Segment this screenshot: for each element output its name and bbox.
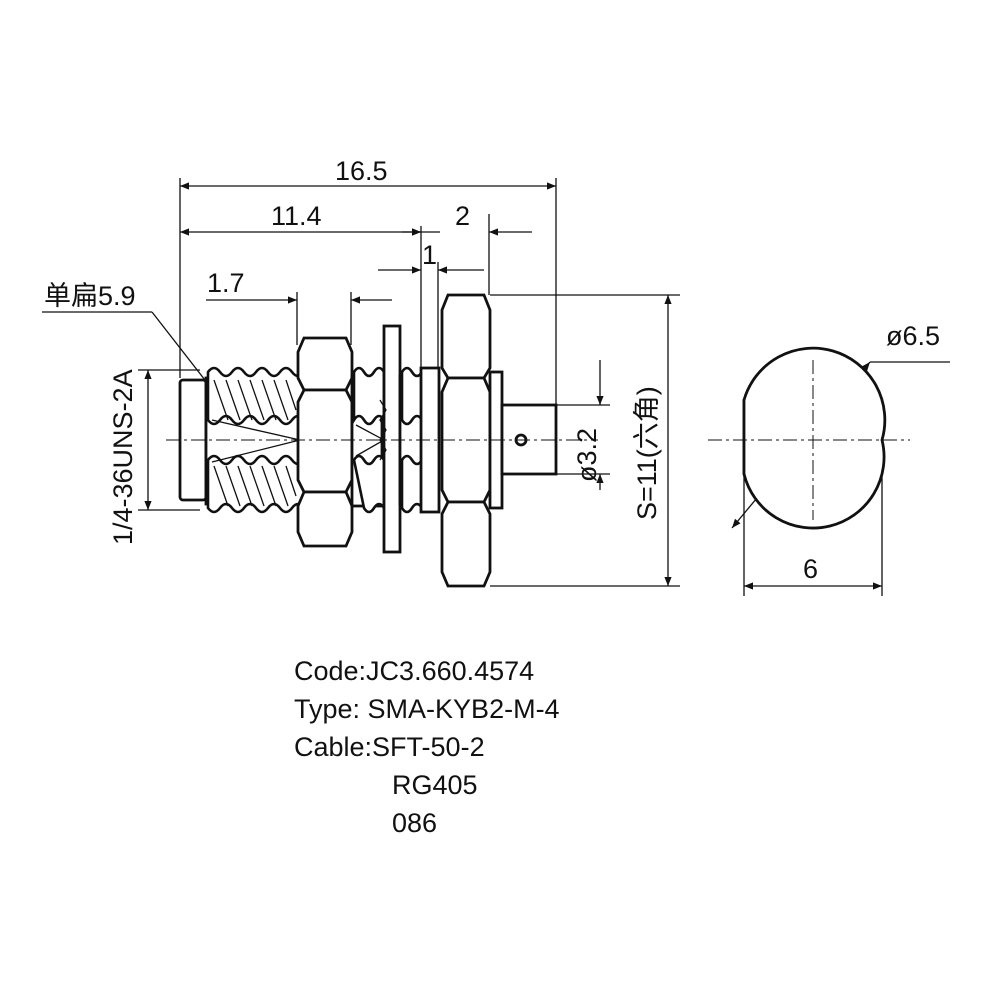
info-type: Type: SMA-KYB2-M-4 <box>294 694 560 724</box>
info-block: Code:JC3.660.4574 Type: SMA-KYB2-M-4 Cab… <box>294 652 560 842</box>
dim-thread-spec: 1/4-36UNS-2A <box>108 369 138 545</box>
connector-side-view <box>166 293 598 588</box>
dim-washer-thickness: 1 <box>422 240 437 270</box>
dim-overall-length: 16.5 <box>335 156 388 186</box>
info-cable-alt2: 086 <box>392 808 438 838</box>
connector-end-view <box>708 346 910 530</box>
dim-pin-diameter: ø3.2 <box>572 428 602 482</box>
dim-hex-size: S=11(六角) <box>632 386 662 520</box>
dim-flat-label: 单扁5.9 <box>44 281 136 311</box>
info-code: Code:JC3.660.4574 <box>294 656 535 686</box>
dim-end-diameter: ø6.5 <box>886 321 940 351</box>
info-cable-alt1: RG405 <box>392 770 478 800</box>
dim-flange-width: 2 <box>455 201 470 231</box>
dim-end-flat: 6 <box>803 554 818 584</box>
thread-top <box>206 366 306 514</box>
dim-thread-start: 1.7 <box>207 268 245 298</box>
info-cable: Cable:SFT-50-2 <box>294 732 485 762</box>
dim-body-length: 11.4 <box>271 201 322 231</box>
